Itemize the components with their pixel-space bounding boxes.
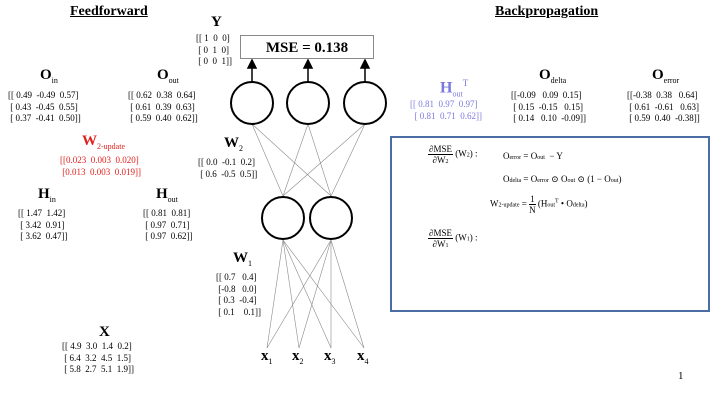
hidden-output-connections [251,123,366,197]
o-error-equation: Oerror = Oout − Y [503,151,563,161]
output-arrows [246,58,371,82]
y-matrix: [[ 1 0 0] [ 0 1 0] [ 0 0 1]] [196,33,232,66]
o-error-label: Oerror [652,67,680,85]
input-x1-label: x1 [261,348,273,366]
backpropagation-header: Backpropagation [495,4,599,19]
o-error-matrix: [[-0.38 0.38 0.64] [ 0.61 -0.61 0.63] [ … [627,90,700,123]
w1-matrix: [[ 0.7 0.4] [-0.8 0.0] [ 0.3 -0.4] [ 0.1… [216,272,261,317]
h-out-t-label: HoutT [440,78,469,99]
input-hidden-connections [266,239,365,349]
o-in-matrix: [[ 0.49 -0.49 0.57] [ 0.43 -0.45 0.55] [… [8,90,81,123]
x-label: X [99,324,110,340]
o-out-label: Oout [157,67,179,85]
h-out-label: Hout [156,186,178,204]
output-neuron-1 [230,81,274,125]
input-x4-label: x4 [357,348,369,366]
w2-matrix: [[ 0.0 -0.1 0.2] [ 0.6 -0.5 0.5]] [198,157,258,179]
h-in-matrix: [[ 1.47 1.42] [ 3.42 0.91] [ 3.62 0.47]] [18,208,68,241]
hidden-neuron-2 [309,196,353,240]
h-in-label: Hin [38,186,56,204]
backprop-equations-box [390,136,710,312]
o-out-matrix: [[ 0.62 0.38 0.64] [ 0.61 0.39 0.63] [ 0… [128,90,198,123]
mse-box: MSE = 0.138 [240,35,374,59]
page-number: 1 [678,370,684,382]
w1-label: W1 [233,250,252,268]
dmse-dw2-derivative: ∂MSE∂W2 (W2) : [428,144,478,165]
o-in-label: Oin [40,67,58,85]
w2-update-matrix: [[0.023 0.003 0.020] [0.013 0.003 0.019]… [60,155,141,177]
x-matrix: [[ 4.9 3.0 1.4 0.2] [ 6.4 3.2 4.5 1.5] [… [62,341,134,374]
o-delta-equation: Odelta = Oerror ⊙ Oout ⊙ (1 − Oout) [503,174,622,184]
o-delta-matrix: [[-0.09 0.09 0.15] [ 0.15 -0.15 0.15] [ … [511,90,586,123]
input-x3-label: x3 [324,348,336,366]
y-label: Y [211,14,222,30]
output-neuron-3 [343,81,387,125]
hidden-neuron-1 [261,196,305,240]
o-delta-label: Odelta [539,67,567,85]
output-neuron-2 [286,81,330,125]
w2-label: W2 [224,135,243,153]
input-x2-label: x2 [292,348,304,366]
w2-update-label: W2-update [82,133,125,151]
h-out-t-matrix: [[ 0.81 0.97 0.97] [ 0.81 0.71 0.62]] [410,99,482,121]
h-out-matrix: [[ 0.81 0.81] [ 0.97 0.71] [ 0.97 0.62]] [143,208,193,241]
feedforward-header: Feedforward [70,4,148,19]
dmse-dw1-derivative: ∂MSE∂W1 (W1) : [428,228,478,249]
